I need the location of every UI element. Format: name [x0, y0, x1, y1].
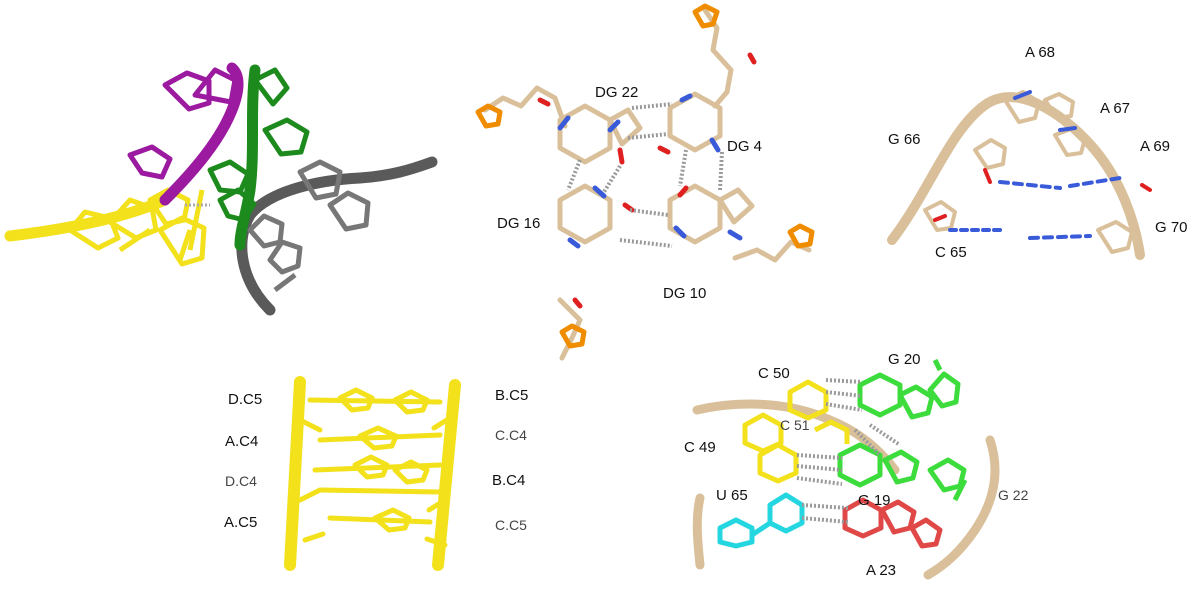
grey-strand-backbone — [236, 156, 438, 316]
base-triple-panel: C 50 G 20 C 51 C 49 U 65 G 19 G 22 A 23 — [684, 351, 1029, 580]
label-bc5: B.C5 — [495, 387, 528, 404]
label-a69: A 69 — [1140, 138, 1170, 155]
grey-strand-bases — [247, 159, 371, 292]
label-ac5: A.C5 — [224, 514, 257, 531]
yellow-strand-bases — [67, 187, 207, 267]
label-dg16: DG 16 — [497, 215, 540, 232]
quartet-phosphates — [475, 3, 815, 349]
label-a23: A 23 — [866, 562, 896, 579]
quartet-backbone-arms — [482, 7, 812, 361]
guanine-bases — [557, 91, 755, 245]
label-c50: C 50 — [758, 365, 790, 382]
cytosine-residues — [742, 379, 850, 484]
strand-junction-panel — [4, 62, 438, 316]
imotif-backbone-left — [284, 376, 306, 571]
loop-backbone — [887, 92, 1145, 260]
label-g70: G 70 — [1155, 219, 1188, 236]
label-a68: A 68 — [1025, 44, 1055, 61]
triple-backbone-right — [923, 435, 1000, 580]
label-g19: G 19 — [858, 492, 891, 509]
label-dg4: DG 4 — [727, 138, 762, 155]
label-g22: G 22 — [998, 487, 1029, 503]
triple-hbonds — [796, 378, 902, 524]
nitrogen-atoms — [557, 93, 743, 249]
guanine-green-residues — [837, 358, 968, 502]
label-g20: G 20 — [888, 351, 921, 368]
purple-strand-backbone — [159, 62, 244, 206]
label-u65: U 65 — [716, 487, 748, 504]
label-dg10: DG 10 — [663, 285, 706, 302]
label-dg22: DG 22 — [595, 84, 638, 101]
loop-bases — [933, 90, 1152, 240]
label-cc5: C.C5 — [495, 517, 527, 533]
label-bc4: B.C4 — [492, 472, 525, 489]
imotif-base-pairs — [297, 387, 453, 548]
label-g66: G 66 — [888, 131, 921, 148]
loop-panel: A 68 A 67 G 66 A 69 G 70 C 65 — [887, 44, 1188, 261]
label-cc4: C.C4 — [495, 427, 527, 443]
green-strand-bases — [207, 67, 310, 223]
label-dc5: D.C5 — [228, 391, 262, 408]
label-dc4: D.C4 — [225, 473, 257, 489]
label-c51: C 51 — [780, 417, 810, 433]
imotif-panel: D.C5 B.C5 A.C4 C.C4 D.C4 B.C4 A.C5 C.C5 — [224, 376, 528, 571]
green-strand-backbone — [234, 64, 261, 251]
quartet-hbonds — [566, 102, 724, 248]
uracil-residue — [717, 492, 805, 549]
label-c65: C 65 — [935, 244, 967, 261]
label-c49: C 49 — [684, 439, 716, 456]
g-quartet-panel: DG 22 DG 4 DG 16 DG 10 — [475, 3, 815, 361]
triple-backbone-left — [692, 493, 705, 570]
label-a67: A 67 — [1100, 100, 1130, 117]
label-ac4: A.C4 — [225, 433, 258, 450]
purple-strand-bases — [127, 67, 238, 180]
imotif-backbone-right — [432, 379, 461, 571]
guanine-red-residue — [842, 497, 943, 549]
